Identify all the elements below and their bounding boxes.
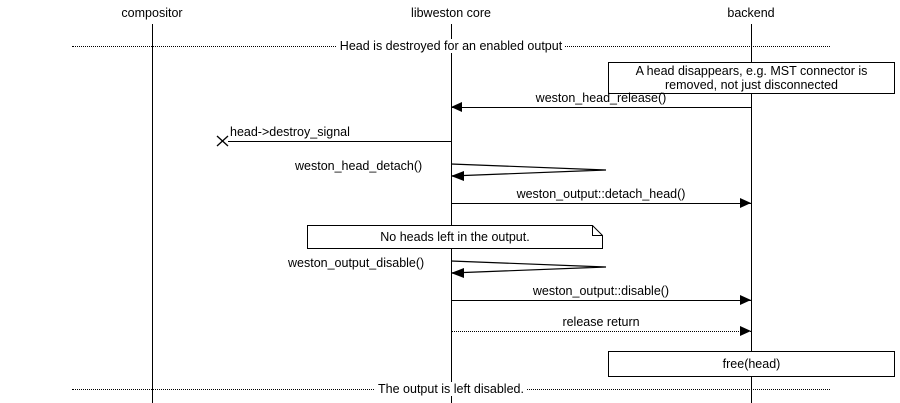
message-label-weston-output-disable: weston_output::disable() [532, 284, 670, 298]
participant-label-compositor: compositor [121, 6, 183, 20]
message-label-weston-output-detach-head: weston_output::detach_head() [516, 187, 686, 201]
participant-label-backend: backend [727, 6, 775, 20]
note-free-head-text: free(head) [722, 357, 781, 371]
message-label-release-return: release return [562, 315, 640, 329]
arrowhead-weston-output-detach-head [740, 198, 751, 208]
message-line-release-return [451, 331, 751, 332]
message-label-weston-head-release: weston_head_release() [535, 91, 667, 105]
lost-message-x-icon [215, 133, 231, 149]
message-label-head-destroy-signal: head->destroy_signal [230, 125, 350, 139]
note-free-head: free(head) [608, 351, 895, 377]
message-label-weston-head-detach: weston_head_detach() [295, 159, 423, 173]
note-no-heads-left: No heads left in the output. [307, 225, 603, 249]
note-head-disappears: A head disappears, e.g. MST connector is… [608, 62, 895, 94]
lifeline-compositor [152, 24, 153, 403]
divider-label-top: Head is destroyed for an enabled output [336, 39, 566, 53]
note-head-disappears-text: A head disappears, e.g. MST connector is… [635, 64, 868, 92]
lifeline-backend [751, 24, 752, 403]
lifeline-libweston-core [451, 24, 452, 403]
selfcall-weston-head-detach [450, 163, 611, 185]
message-line-weston-output-disable [451, 300, 751, 301]
arrowhead-weston-head-release [451, 102, 462, 112]
message-line-head-destroy-signal [228, 141, 451, 142]
participant-label-libweston-core: libweston core [411, 6, 491, 20]
arrowhead-release-return [740, 326, 751, 336]
message-line-weston-output-detach-head [451, 203, 751, 204]
divider-label-bottom: The output is left disabled. [375, 382, 527, 396]
note-no-heads-left-text: No heads left in the output. [380, 230, 530, 244]
arrowhead-weston-output-disable [740, 295, 751, 305]
message-label-weston-output-disable-local: weston_output_disable() [288, 256, 425, 270]
selfcall-weston-output-disable-local [450, 260, 611, 282]
message-line-weston-head-release [451, 107, 751, 108]
